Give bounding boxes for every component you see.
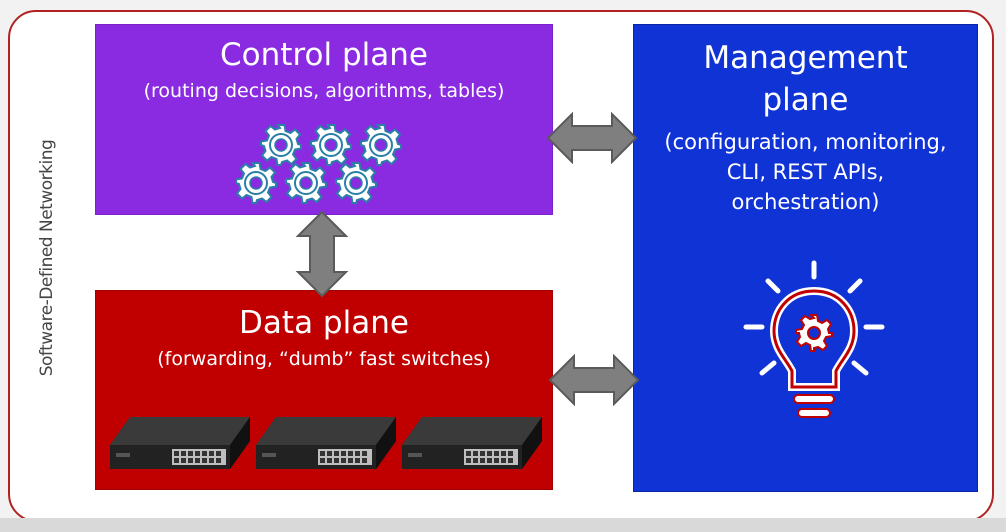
management-plane-box: Management plane (configuration, monitor…: [633, 24, 978, 492]
management-plane-title-line2: plane: [762, 82, 849, 118]
data-plane-title: Data plane: [239, 305, 409, 341]
network-switch-icon: [110, 417, 542, 469]
side-label: Software-Defined Networking: [37, 139, 57, 377]
lightbulb-gear-icon: [743, 260, 885, 418]
management-plane-subtitle-line3: orchestration): [731, 190, 880, 214]
bottom-strip: [0, 518, 1006, 532]
data-plane-subtitle: (forwarding, “dumb” fast switches): [157, 348, 491, 370]
control-plane-subtitle: (routing decisions, algorithms, tables): [143, 80, 505, 102]
management-plane-subtitle-line1: (configuration, monitoring,: [664, 130, 947, 154]
management-plane-subtitle-line2: CLI, REST APIs,: [726, 160, 885, 184]
control-data-arrow: [295, 210, 349, 298]
control-management-arrow: [546, 111, 638, 165]
data-plane-box: Data plane (forwarding, “dumb” fast swit…: [95, 290, 553, 490]
gears-icon: [236, 124, 402, 204]
control-plane-box: Control plane (routing decisions, algori…: [95, 24, 553, 215]
management-plane-title-line1: Management: [703, 40, 908, 76]
data-management-arrow: [548, 353, 640, 407]
control-plane-title: Control plane: [220, 37, 428, 73]
